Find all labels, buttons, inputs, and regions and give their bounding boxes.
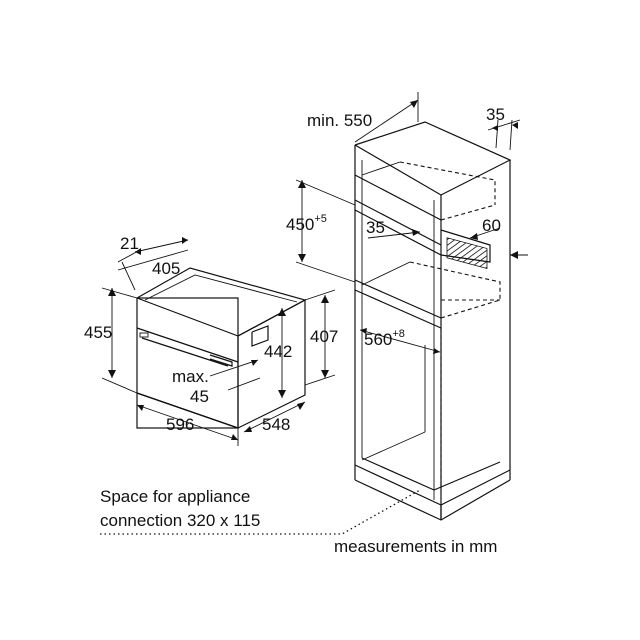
dim-appliance-height: 455	[84, 323, 112, 342]
dim-inner-height: 442	[264, 342, 292, 361]
cabinet-dimension-lines	[295, 92, 528, 354]
dim-vent-height: 60	[482, 216, 501, 235]
dim-front-offset: 21	[120, 234, 139, 253]
connection-note-line2: connection 320 x 115	[100, 511, 260, 530]
dim-niche-width-base: 560	[364, 330, 392, 349]
oven-appliance	[136, 267, 307, 429]
dim-niche-height: 407	[310, 327, 338, 346]
dim-niche-height-tol: +5	[314, 213, 327, 225]
dim-max-label: max.	[172, 367, 209, 386]
dim-vent-depth: 35	[366, 218, 385, 237]
dim-min-depth: min. 550	[307, 111, 372, 130]
dim-niche-height-base: 450	[286, 215, 314, 234]
dim-niche-width: 560+8	[364, 328, 405, 349]
oven-dimension-lines	[101, 237, 336, 446]
dim-top-depth: 405	[152, 259, 180, 278]
connection-note-line1: Space for appliance	[100, 487, 250, 506]
dim-appliance-depth: 548	[262, 415, 290, 434]
connection-leader	[100, 489, 421, 535]
dim-side-gap: 35	[486, 105, 505, 124]
dim-appliance-width: 596	[166, 415, 194, 434]
tall-cabinet	[354, 121, 512, 521]
dim-niche-height-cabinet: 450+5	[286, 213, 327, 234]
units-note: measurements in mm	[334, 537, 497, 556]
dim-max-value: 45	[190, 387, 209, 406]
dim-niche-width-tol: +8	[392, 328, 405, 340]
